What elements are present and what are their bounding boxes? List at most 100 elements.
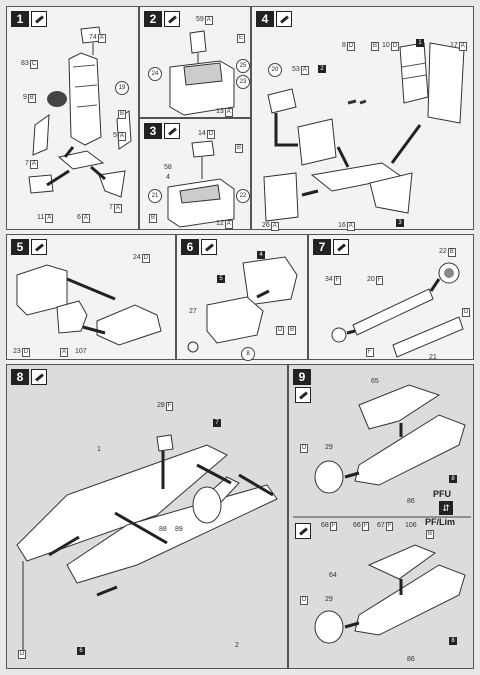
step-6-drawing: [187, 256, 298, 353]
part-106: 106: [405, 522, 417, 529]
part-8-circle: 8: [241, 347, 255, 361]
part-2: 2: [235, 642, 239, 649]
part-b-step4: B: [371, 42, 380, 51]
step-3-drawing: [167, 140, 235, 228]
cement-icon: [164, 11, 180, 27]
step-number: 4: [256, 11, 274, 27]
step-8-drawing: [16, 434, 278, 655]
step-number: 3: [144, 123, 162, 139]
part-27: 27: [189, 308, 197, 315]
step-9-drawing: [293, 384, 471, 644]
cement-icon: [201, 239, 217, 255]
step-1-drawing: [28, 26, 132, 198]
step-3-badge: 3: [144, 123, 180, 139]
step-2-badge: 2: [144, 11, 180, 27]
part-21: 21: [148, 189, 162, 203]
part-b-top: B: [235, 144, 244, 153]
cement-icon: [276, 11, 292, 27]
part-23: 23: [236, 75, 250, 89]
variant-pflim-label: PF/Lim: [425, 517, 456, 527]
cement-icon: [295, 387, 311, 403]
variant-pfu-label: PFU: [433, 489, 451, 499]
step-7-drawing: [331, 262, 464, 358]
part-20: 20: [268, 63, 282, 77]
part-d-step7: D: [462, 308, 471, 317]
cement-icon: [295, 523, 311, 539]
step-number: 1: [11, 11, 29, 27]
part-89: 89: [175, 526, 183, 533]
cement-icon: [164, 123, 180, 139]
step-7-badge: 7: [313, 239, 349, 255]
step-8-badge: 8: [11, 369, 47, 385]
subassembly-ref-4: 4: [257, 251, 265, 259]
subassembly-ref-3: 3: [396, 219, 404, 227]
part-b: B: [118, 110, 127, 119]
step-5-drawing: [16, 264, 162, 346]
part-65: 65: [371, 378, 379, 385]
cement-icon: [31, 239, 47, 255]
step-number: 6: [181, 239, 199, 255]
subassembly-ref-8a: 8: [449, 475, 457, 483]
part-58: 58: [164, 164, 172, 171]
part-b-step9: B: [426, 530, 435, 539]
part-4: 4: [166, 174, 170, 181]
step-1-badge: 1: [11, 11, 47, 27]
step-number: 5: [11, 239, 29, 255]
step-2-drawing: [169, 30, 235, 116]
part-d-step9a: D: [300, 444, 309, 453]
part-1: 1: [97, 446, 101, 453]
subassembly-ref-8b: 8: [449, 637, 457, 645]
step-number: 2: [144, 11, 162, 27]
step-number: 9: [293, 369, 311, 385]
swap-arrows-icon: ⇵: [439, 501, 453, 515]
cement-icon: [333, 239, 349, 255]
part-d-step6: D: [276, 326, 285, 335]
step-4-badge: 4: [256, 11, 292, 27]
step-6-panel: 6 4 5 27 D B 8: [176, 234, 308, 361]
subassembly-ref-5: 5: [217, 275, 225, 283]
part-f-step7: F: [366, 348, 374, 357]
subassembly-ref-2: 2: [318, 65, 326, 73]
cement-icon: [31, 11, 47, 27]
part-24: 24: [148, 67, 162, 81]
part-e: E: [237, 34, 246, 43]
part-86b: 86: [407, 656, 415, 663]
part-22: 22: [236, 189, 250, 203]
part-a-step5: A: [60, 348, 69, 357]
part-107: 107: [75, 348, 87, 355]
subassembly-ref-6: 6: [77, 647, 85, 655]
part-b-step6: B: [288, 326, 297, 335]
subassembly-ref-7: 7: [213, 419, 221, 427]
part-19: 19: [115, 81, 129, 95]
